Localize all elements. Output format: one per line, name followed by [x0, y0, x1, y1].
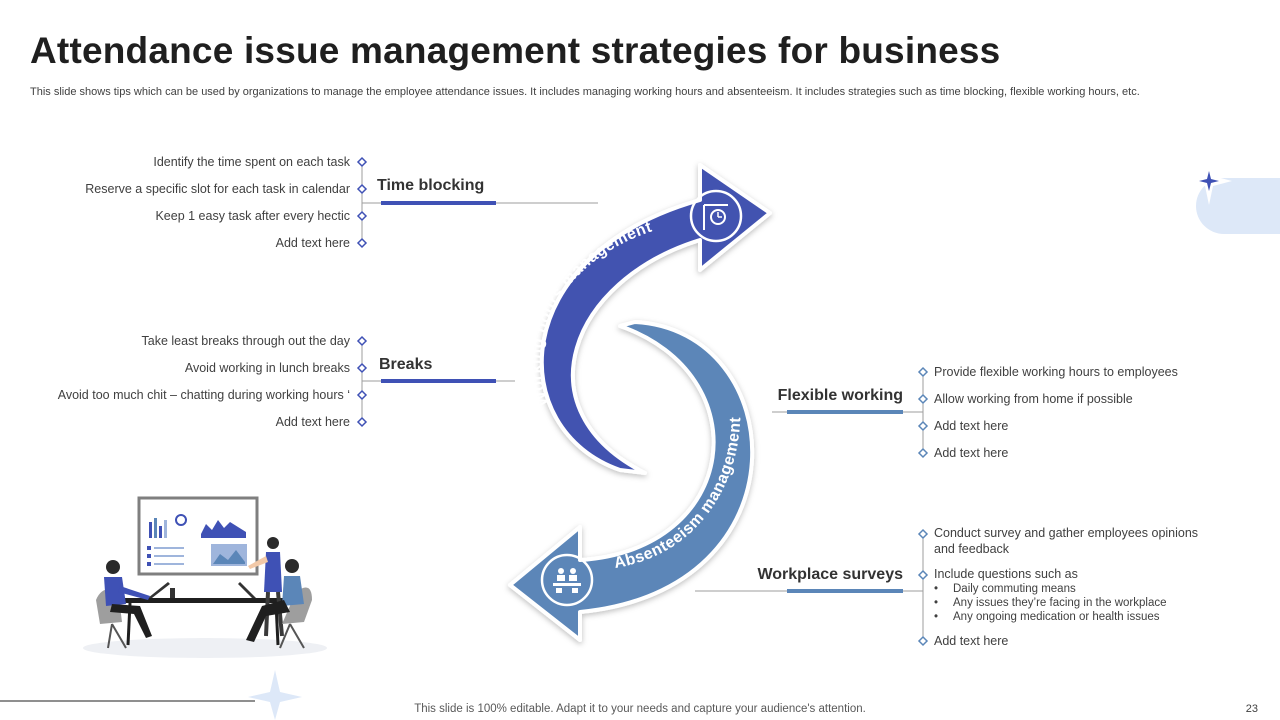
breaks-item: Add text here	[275, 415, 350, 429]
sub-bullet-dot: •	[934, 611, 939, 623]
workplace-surveys-subitem: Any issues they’re facing in the workpla…	[953, 597, 1167, 609]
flexible-working-heading: Flexible working	[777, 387, 903, 404]
slide-subtitle: This slide shows tips which can be used …	[30, 86, 1140, 98]
workplace-surveys-subitem: Any ongoing medication or health issues	[953, 611, 1160, 623]
slide-title: Attendance issue management strategies f…	[30, 30, 1001, 71]
time-blocking-item: Identify the time spent on each task	[153, 155, 350, 169]
workplace-surveys-connector	[695, 528, 929, 647]
sparkle-icon	[1199, 171, 1219, 191]
time-blocking-item: Keep 1 easy task after every hectic	[155, 209, 350, 223]
time-blocking-heading: Time blocking	[377, 177, 485, 194]
sub-bullet-dot: •	[934, 597, 939, 609]
office-meeting-illustration	[83, 496, 327, 658]
flexible-working-item: Allow working from home if possible	[934, 392, 1133, 406]
page-number: 23	[1245, 703, 1258, 715]
clock-signboard-icon	[689, 189, 743, 243]
breaks-item: Take least breaks through out the day	[141, 334, 350, 348]
breaks-item: Avoid too much chit – chatting during wo…	[57, 388, 350, 402]
breaks-connector	[356, 335, 515, 428]
flexible-working-item: Add text here	[934, 446, 1009, 460]
time-blocking-item: Reserve a specific slot for each task in…	[85, 182, 350, 196]
time-blocking-connector	[356, 156, 598, 249]
sub-bullet-dot: •	[934, 583, 939, 595]
decorative-pill	[1196, 178, 1280, 234]
absenteeism-arrow	[508, 320, 755, 642]
flexible-working-connector	[772, 366, 929, 459]
workplace-surveys-item: Include questions such as	[934, 567, 1078, 581]
workplace-surveys-heading: Workplace surveys	[757, 566, 903, 583]
workplace-surveys-item: Add text here	[934, 634, 1009, 648]
breaks-heading: Breaks	[379, 356, 433, 373]
workplace-surveys-item: Conduct survey and gather employees opin…	[934, 526, 1199, 540]
workplace-surveys-item-cont: and feedback	[934, 542, 1010, 556]
team-meeting-icon	[540, 553, 594, 607]
flexible-working-item: Add text here	[934, 419, 1009, 433]
workplace-surveys-subitem: Daily commuting means	[953, 583, 1076, 595]
footer-note: This slide is 100% editable. Adapt it to…	[414, 703, 866, 715]
time-blocking-item: Add text here	[275, 236, 350, 250]
breaks-item: Avoid working in lunch breaks	[184, 361, 350, 375]
sparkle-light-icon	[248, 670, 302, 720]
flexible-working-item: Provide flexible working hours to employ…	[934, 365, 1178, 379]
